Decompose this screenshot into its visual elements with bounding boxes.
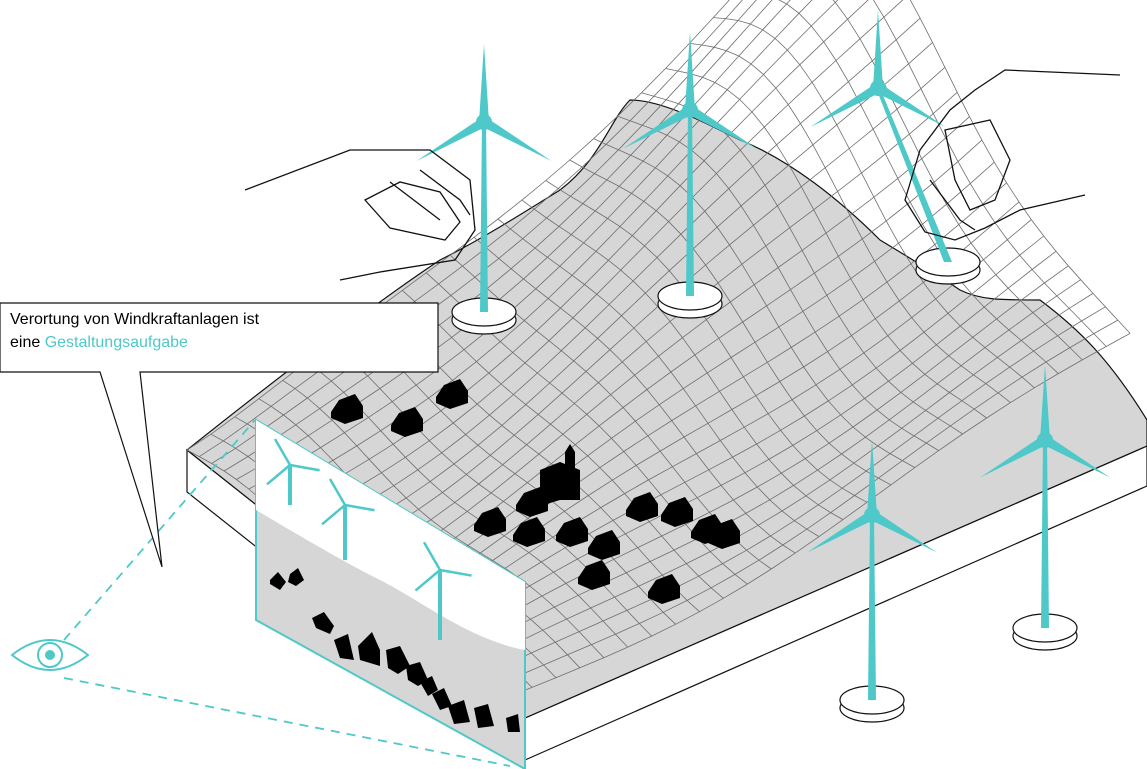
grid-line bbox=[473, 236, 796, 554]
wind-turbine-icon bbox=[810, 10, 981, 285]
sight-lines bbox=[63, 419, 511, 767]
grid-line bbox=[521, 199, 844, 520]
grid-line bbox=[665, 68, 987, 419]
grid-line bbox=[832, 0, 1083, 361]
hand-icon bbox=[244, 149, 476, 281]
grid-line bbox=[282, 380, 605, 658]
grid-line bbox=[909, 0, 1131, 334]
eye-icon bbox=[10, 639, 90, 671]
house-icon bbox=[513, 517, 545, 547]
house-icon bbox=[556, 517, 588, 547]
house-icon bbox=[661, 497, 693, 527]
grid-line bbox=[354, 325, 676, 625]
wind-turbines bbox=[416, 10, 1110, 723]
house-icon bbox=[436, 379, 468, 409]
wind-turbine-icon bbox=[807, 440, 937, 723]
grid-line bbox=[617, 115, 939, 451]
callout-line-1: Verortung von Windkraftanlagen ist bbox=[10, 311, 260, 328]
grid-line bbox=[545, 180, 868, 503]
wind-turbine-icon bbox=[414, 541, 472, 640]
house-icon bbox=[474, 507, 506, 537]
wind-turbine-icon bbox=[266, 438, 320, 505]
wind-turbine-icon bbox=[416, 44, 552, 335]
grid-line bbox=[689, 43, 1011, 403]
view-panel bbox=[255, 418, 526, 769]
village-houses bbox=[331, 379, 740, 604]
terrain-grid bbox=[186, 0, 1131, 698]
house-icon bbox=[648, 574, 680, 604]
wind-turbine-icon bbox=[622, 32, 758, 319]
callout-bubble bbox=[0, 302, 439, 568]
church-icon bbox=[540, 444, 580, 506]
house-icon bbox=[331, 394, 363, 424]
grid-line bbox=[713, 17, 1035, 389]
wind-turbine-icon bbox=[321, 478, 375, 560]
house-icon bbox=[588, 530, 620, 560]
grid-line bbox=[778, 0, 1059, 374]
grid-line bbox=[872, 0, 1107, 347]
house-icon bbox=[626, 492, 658, 522]
wind-turbine-icon bbox=[980, 365, 1110, 651]
house-icon bbox=[391, 407, 423, 437]
grid-line bbox=[402, 290, 724, 599]
house-icon bbox=[578, 560, 610, 590]
callout-highlight: Gestaltungsaufgabe bbox=[44, 334, 188, 351]
callout-line-2: eine Gestaltungsaufgabe bbox=[10, 331, 438, 354]
callout-text: Verortung von Windkraftanlagen ist eine … bbox=[10, 308, 438, 354]
hand-icon bbox=[904, 69, 1121, 241]
callout-line-2-prefix: eine bbox=[10, 334, 45, 351]
grid-line bbox=[497, 218, 820, 537]
grid-line bbox=[593, 138, 915, 468]
grid-line bbox=[569, 159, 892, 486]
house-icon bbox=[708, 519, 740, 549]
